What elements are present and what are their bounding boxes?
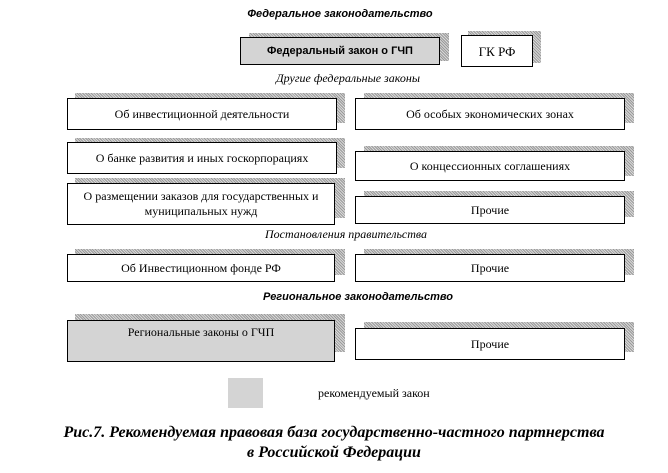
legend-recommended-swatch [228, 378, 263, 408]
special-zones-box: Об особых экономических зонах [355, 98, 625, 130]
figure-caption-line1: Рис.7. Рекомендуемая правовая база госуд… [63, 424, 605, 441]
regional-laws-gchp-box: Региональные законы о ГЧП [67, 320, 335, 362]
other-government-box: Прочие [355, 254, 625, 282]
section-regional-heading: Региональное законодательство [263, 291, 453, 303]
other-federal-box: Прочие [355, 196, 625, 224]
investment-fund-box: Об Инвестиционном фонде РФ [67, 254, 335, 282]
section-government-heading: Постановления правительства [264, 227, 428, 241]
section-federal-heading: Федеральное законодательство [247, 8, 433, 20]
investment-activity-box: Об инвестиционной деятельности [67, 98, 337, 130]
state-orders-box: О размещении заказов для государственных… [67, 183, 335, 225]
federal-law-gchp-box: Федеральный закон о ГЧП [240, 37, 440, 65]
development-bank-box: О банке развития и иных госкорпорациях [67, 142, 337, 174]
other-regional-box: Прочие [355, 328, 625, 360]
section-other-federal-heading: Другие федеральные законы [276, 71, 420, 85]
concession-agreements-box: О концессионных соглашениях [355, 151, 625, 181]
legend-recommended-label: рекомендуемый закон [318, 386, 430, 400]
figure-caption-line2: в Российской Федерации [247, 444, 421, 461]
gk-rf-box: ГК РФ [461, 35, 533, 67]
